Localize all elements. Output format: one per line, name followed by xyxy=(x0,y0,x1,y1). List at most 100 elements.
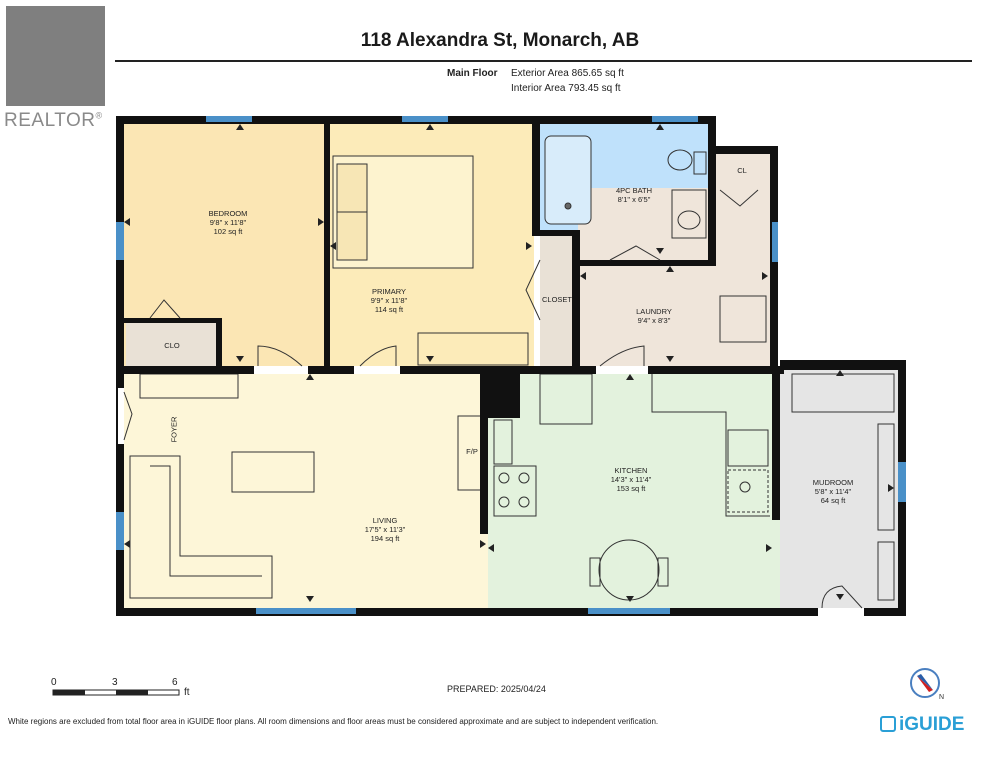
room-label-foyer: FOYER xyxy=(170,410,179,450)
room-dims: 9'8" x 11'8" xyxy=(209,218,247,227)
window-kitchen-bottom xyxy=(588,608,670,614)
room-dims: 8'1" x 6'5" xyxy=(617,195,651,204)
room-name: FOYER xyxy=(169,416,179,443)
room-fill-clo xyxy=(126,322,218,368)
arrow-primary-right xyxy=(526,242,532,250)
interior-area: Interior Area 793.45 sq ft xyxy=(511,83,621,94)
burner-4 xyxy=(518,496,530,508)
title-rule xyxy=(115,60,972,62)
wall-kitchen-mudroom xyxy=(772,370,780,520)
room-name: LAUNDRY xyxy=(636,307,672,316)
door-swing-mudroom xyxy=(821,585,863,609)
exterior-area: Exterior Area 865.65 sq ft xyxy=(511,68,624,79)
window-primary-top xyxy=(402,116,448,122)
arrow-laundry-bottom xyxy=(666,356,674,362)
iguide-logo-text: iGUIDE xyxy=(899,714,965,735)
door-swing-primary xyxy=(359,345,397,367)
door-opening-front xyxy=(118,388,124,444)
bathtub xyxy=(544,135,592,225)
arrow-living-bottom xyxy=(306,596,314,602)
room-name: KITCHEN xyxy=(614,466,648,475)
compass-needle-north xyxy=(917,676,933,692)
room-fill-closet xyxy=(540,234,574,368)
tub-drain xyxy=(564,202,572,210)
kitchen-counter xyxy=(651,374,770,517)
room-area: 64 sq ft xyxy=(820,496,846,505)
window-bedroom-left xyxy=(116,222,124,260)
arrow-mudroom-top xyxy=(836,370,844,376)
door-openings xyxy=(118,366,864,616)
room-label-fp: F/P xyxy=(458,447,486,456)
door-swing-bath xyxy=(609,245,661,261)
door-swing-laundry xyxy=(599,345,645,367)
iguide-icon xyxy=(880,716,896,732)
mudroom-shoe-rack xyxy=(877,541,895,601)
scale-tick-6: 6 xyxy=(172,677,178,688)
room-dims: 9'9" x 11'8" xyxy=(370,296,408,305)
fixtures xyxy=(129,135,895,601)
arrow-bath-top xyxy=(656,124,664,130)
window-living-left xyxy=(116,512,124,550)
dishwasher-knob xyxy=(739,481,751,493)
room-label-laundry: LAUNDRY 9'4" x 8'3" xyxy=(614,307,694,325)
arrow-bath-bottom xyxy=(656,248,664,254)
room-label-clo: CLO xyxy=(152,341,192,350)
wall-cl-top xyxy=(708,146,778,154)
dining-chair-left xyxy=(589,557,601,587)
burner-2 xyxy=(518,472,530,484)
sofa-seat-line xyxy=(150,465,262,577)
toilet-tank xyxy=(693,151,707,175)
door-swing-bedroom xyxy=(257,345,303,367)
scale-unit: ft xyxy=(184,687,190,698)
arrow-kitchen-top xyxy=(626,374,634,380)
wall-fireplace xyxy=(480,410,488,534)
room-name: CLOSET xyxy=(541,295,572,304)
realtor-logo: REALTOR® xyxy=(0,0,116,140)
wall-mudroom-top xyxy=(780,360,906,370)
arrow-laundry-top xyxy=(666,266,674,272)
compass-label: N xyxy=(939,694,945,701)
door-opening-mudroom xyxy=(818,608,864,616)
room-label-living: LIVING 17'5" x 11'3" 194 sq ft xyxy=(345,516,425,543)
mudroom-cabinet xyxy=(877,423,895,531)
burner-3 xyxy=(498,496,510,508)
arrow-mudroom-bottom xyxy=(836,594,844,600)
room-label-cl: CL xyxy=(722,166,762,175)
arrow-laundry-left xyxy=(580,272,586,280)
scale-tick-0: 0 xyxy=(51,677,57,688)
room-label-mudroom: MUDROOM 5'8" x 11'4" 64 sq ft xyxy=(798,478,868,505)
arrow-bedroom-bottom xyxy=(236,356,244,362)
door-swing-front xyxy=(123,391,133,441)
burner-1 xyxy=(498,472,510,484)
door-opening-laundry xyxy=(596,366,648,374)
arrow-bedroom-top xyxy=(236,124,244,130)
arrow-mudroom-right xyxy=(888,484,894,492)
room-dims: 9'4" x 8'3" xyxy=(637,316,671,325)
wall-closet-top xyxy=(532,230,578,236)
door-swing-closet xyxy=(525,259,541,321)
windows xyxy=(116,116,906,614)
arrow-living-right xyxy=(480,540,486,548)
arrow-living-left xyxy=(124,540,130,548)
wall-clo-top xyxy=(124,318,220,323)
window-bedroom-top xyxy=(206,116,252,122)
room-area: 153 sq ft xyxy=(616,484,646,493)
wall-bath-bottom xyxy=(576,260,712,266)
room-name: BEDROOM xyxy=(208,209,248,218)
door-swing-clo xyxy=(149,299,181,319)
room-fill-cl xyxy=(714,154,770,188)
door-swings xyxy=(123,189,863,609)
room-dims: 5'8" x 11'4" xyxy=(814,487,852,496)
room-dims: 17'5" x 11'3" xyxy=(364,525,406,534)
disclaimer-text: White regions are excluded from total fl… xyxy=(8,717,659,726)
dining-chair-right xyxy=(657,557,669,587)
room-label-kitchen: KITCHEN 14'3" x 11'4" 153 sq ft xyxy=(591,466,671,493)
scale-bar xyxy=(52,689,180,696)
dresser xyxy=(417,332,529,366)
wall-bedroom-primary xyxy=(324,124,330,370)
room-label-primary: PRIMARY 9'9" x 11'8" 114 sq ft xyxy=(349,287,429,314)
arrow-primary-top xyxy=(426,124,434,130)
arrow-kitchen-right xyxy=(766,544,772,552)
room-dims: 14'3" x 11'4" xyxy=(610,475,652,484)
